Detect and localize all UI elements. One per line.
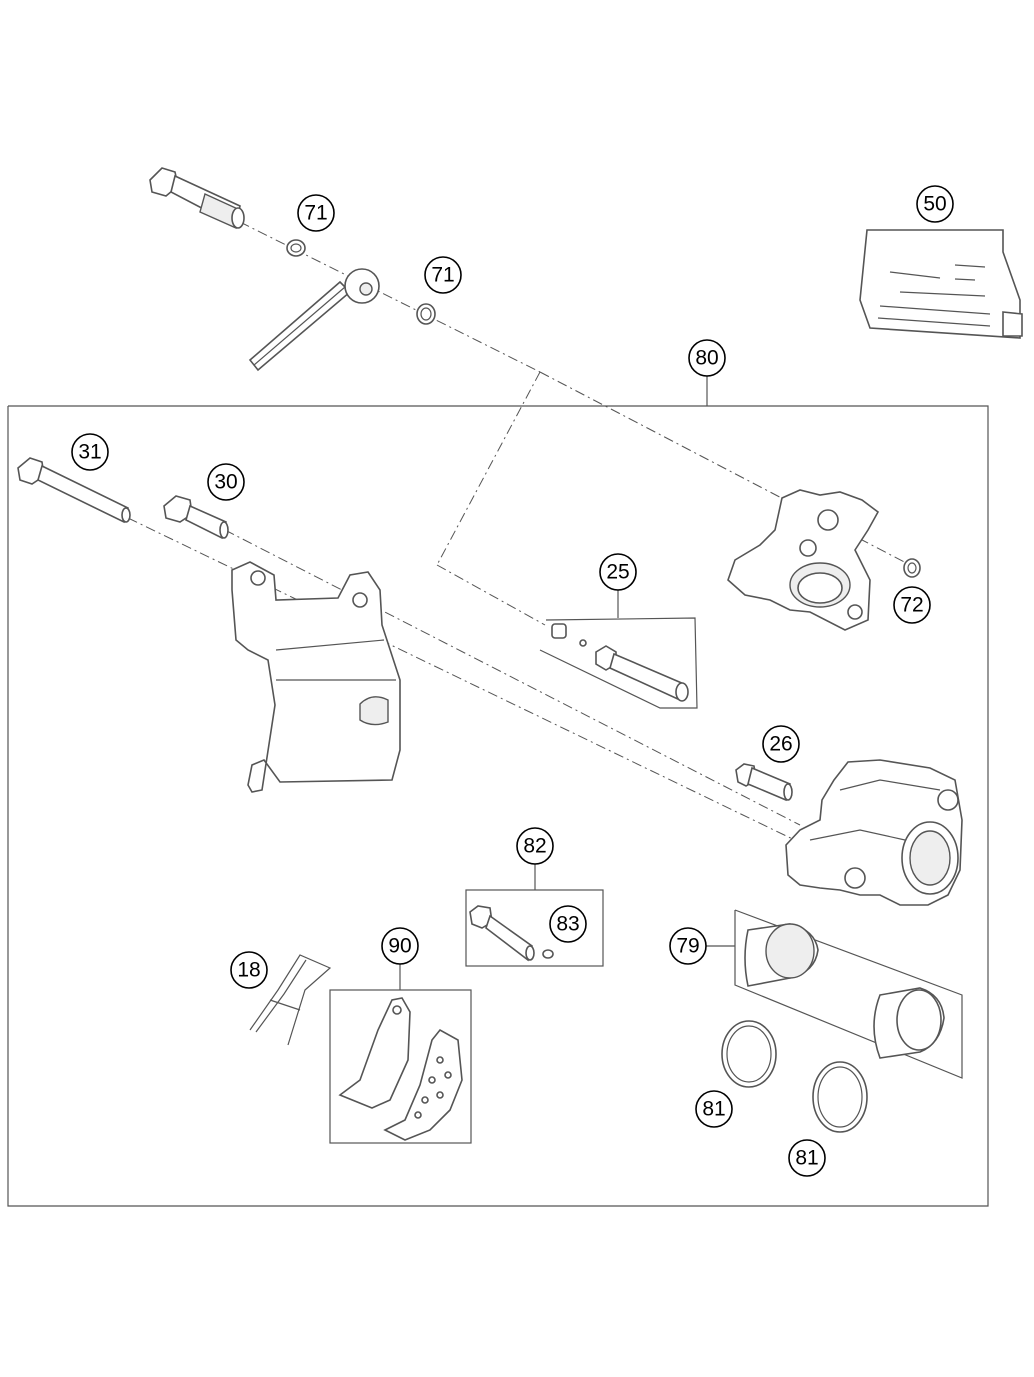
callout-81-right: 81: [788, 1139, 826, 1177]
callout-50: 50: [916, 185, 954, 223]
callout-18-label: 18: [237, 959, 260, 982]
brake-line: [248, 280, 352, 372]
callout-81-left: 81: [695, 1090, 733, 1128]
callout-83-label: 83: [556, 913, 579, 936]
screw-26: [735, 763, 793, 802]
sealing-ring-71-upper: [286, 239, 306, 257]
callout-31-label: 31: [78, 441, 101, 464]
brake-pads-90: [329, 962, 472, 1144]
sealing-ring-71-lower: [416, 303, 436, 325]
callout-81-left-label: 81: [702, 1098, 725, 1121]
callout-25: 25: [599, 553, 637, 591]
repair-kit-25: [539, 588, 698, 709]
caliper-housing-upper: [727, 489, 880, 631]
callout-26-label: 26: [769, 733, 792, 756]
callout-82-label: 82: [523, 835, 546, 858]
callout-71-upper-label: 71: [304, 202, 327, 225]
callout-72-label: 72: [900, 594, 923, 617]
callout-50-label: 50: [923, 193, 946, 216]
piston-seal-81-left: [721, 1020, 777, 1088]
screw-30: [163, 495, 229, 540]
callout-82: 82: [516, 827, 554, 865]
callout-90-label: 90: [388, 935, 411, 958]
callout-72: 72: [893, 586, 931, 624]
callout-31: 31: [71, 433, 109, 471]
caliper-support-bracket: [231, 561, 401, 793]
assembly-paste-tube-50: [859, 229, 1023, 339]
callout-81-right-label: 81: [795, 1147, 818, 1170]
callout-83: 83: [549, 905, 587, 943]
callout-79-label: 79: [676, 935, 699, 958]
callout-90: 90: [381, 927, 419, 965]
banjo-fitting: [344, 268, 380, 304]
piston-kit-79: [706, 909, 963, 1079]
screw-31: [17, 457, 131, 524]
callout-80: 80: [688, 339, 726, 377]
callout-71-lower: 71: [424, 256, 462, 294]
assembly-frame-80: [7, 376, 989, 1207]
callout-79: 79: [669, 927, 707, 965]
callout-30-label: 30: [214, 471, 237, 494]
pad-spring-18: [249, 954, 332, 1046]
callout-30: 30: [207, 463, 245, 501]
callout-25-label: 25: [606, 561, 629, 584]
guide-pin-kit-82: [465, 862, 604, 967]
brake-caliper-main: [785, 759, 963, 906]
callout-80-label: 80: [695, 347, 718, 370]
callout-18: 18: [230, 951, 268, 989]
callout-26: 26: [762, 725, 800, 763]
banjo-bolt: [149, 167, 245, 229]
callout-71-lower-label: 71: [431, 264, 454, 287]
sealing-ring-72: [903, 558, 921, 578]
callout-71-upper: 71: [297, 194, 335, 232]
piston-seal-81-right: [812, 1061, 868, 1133]
